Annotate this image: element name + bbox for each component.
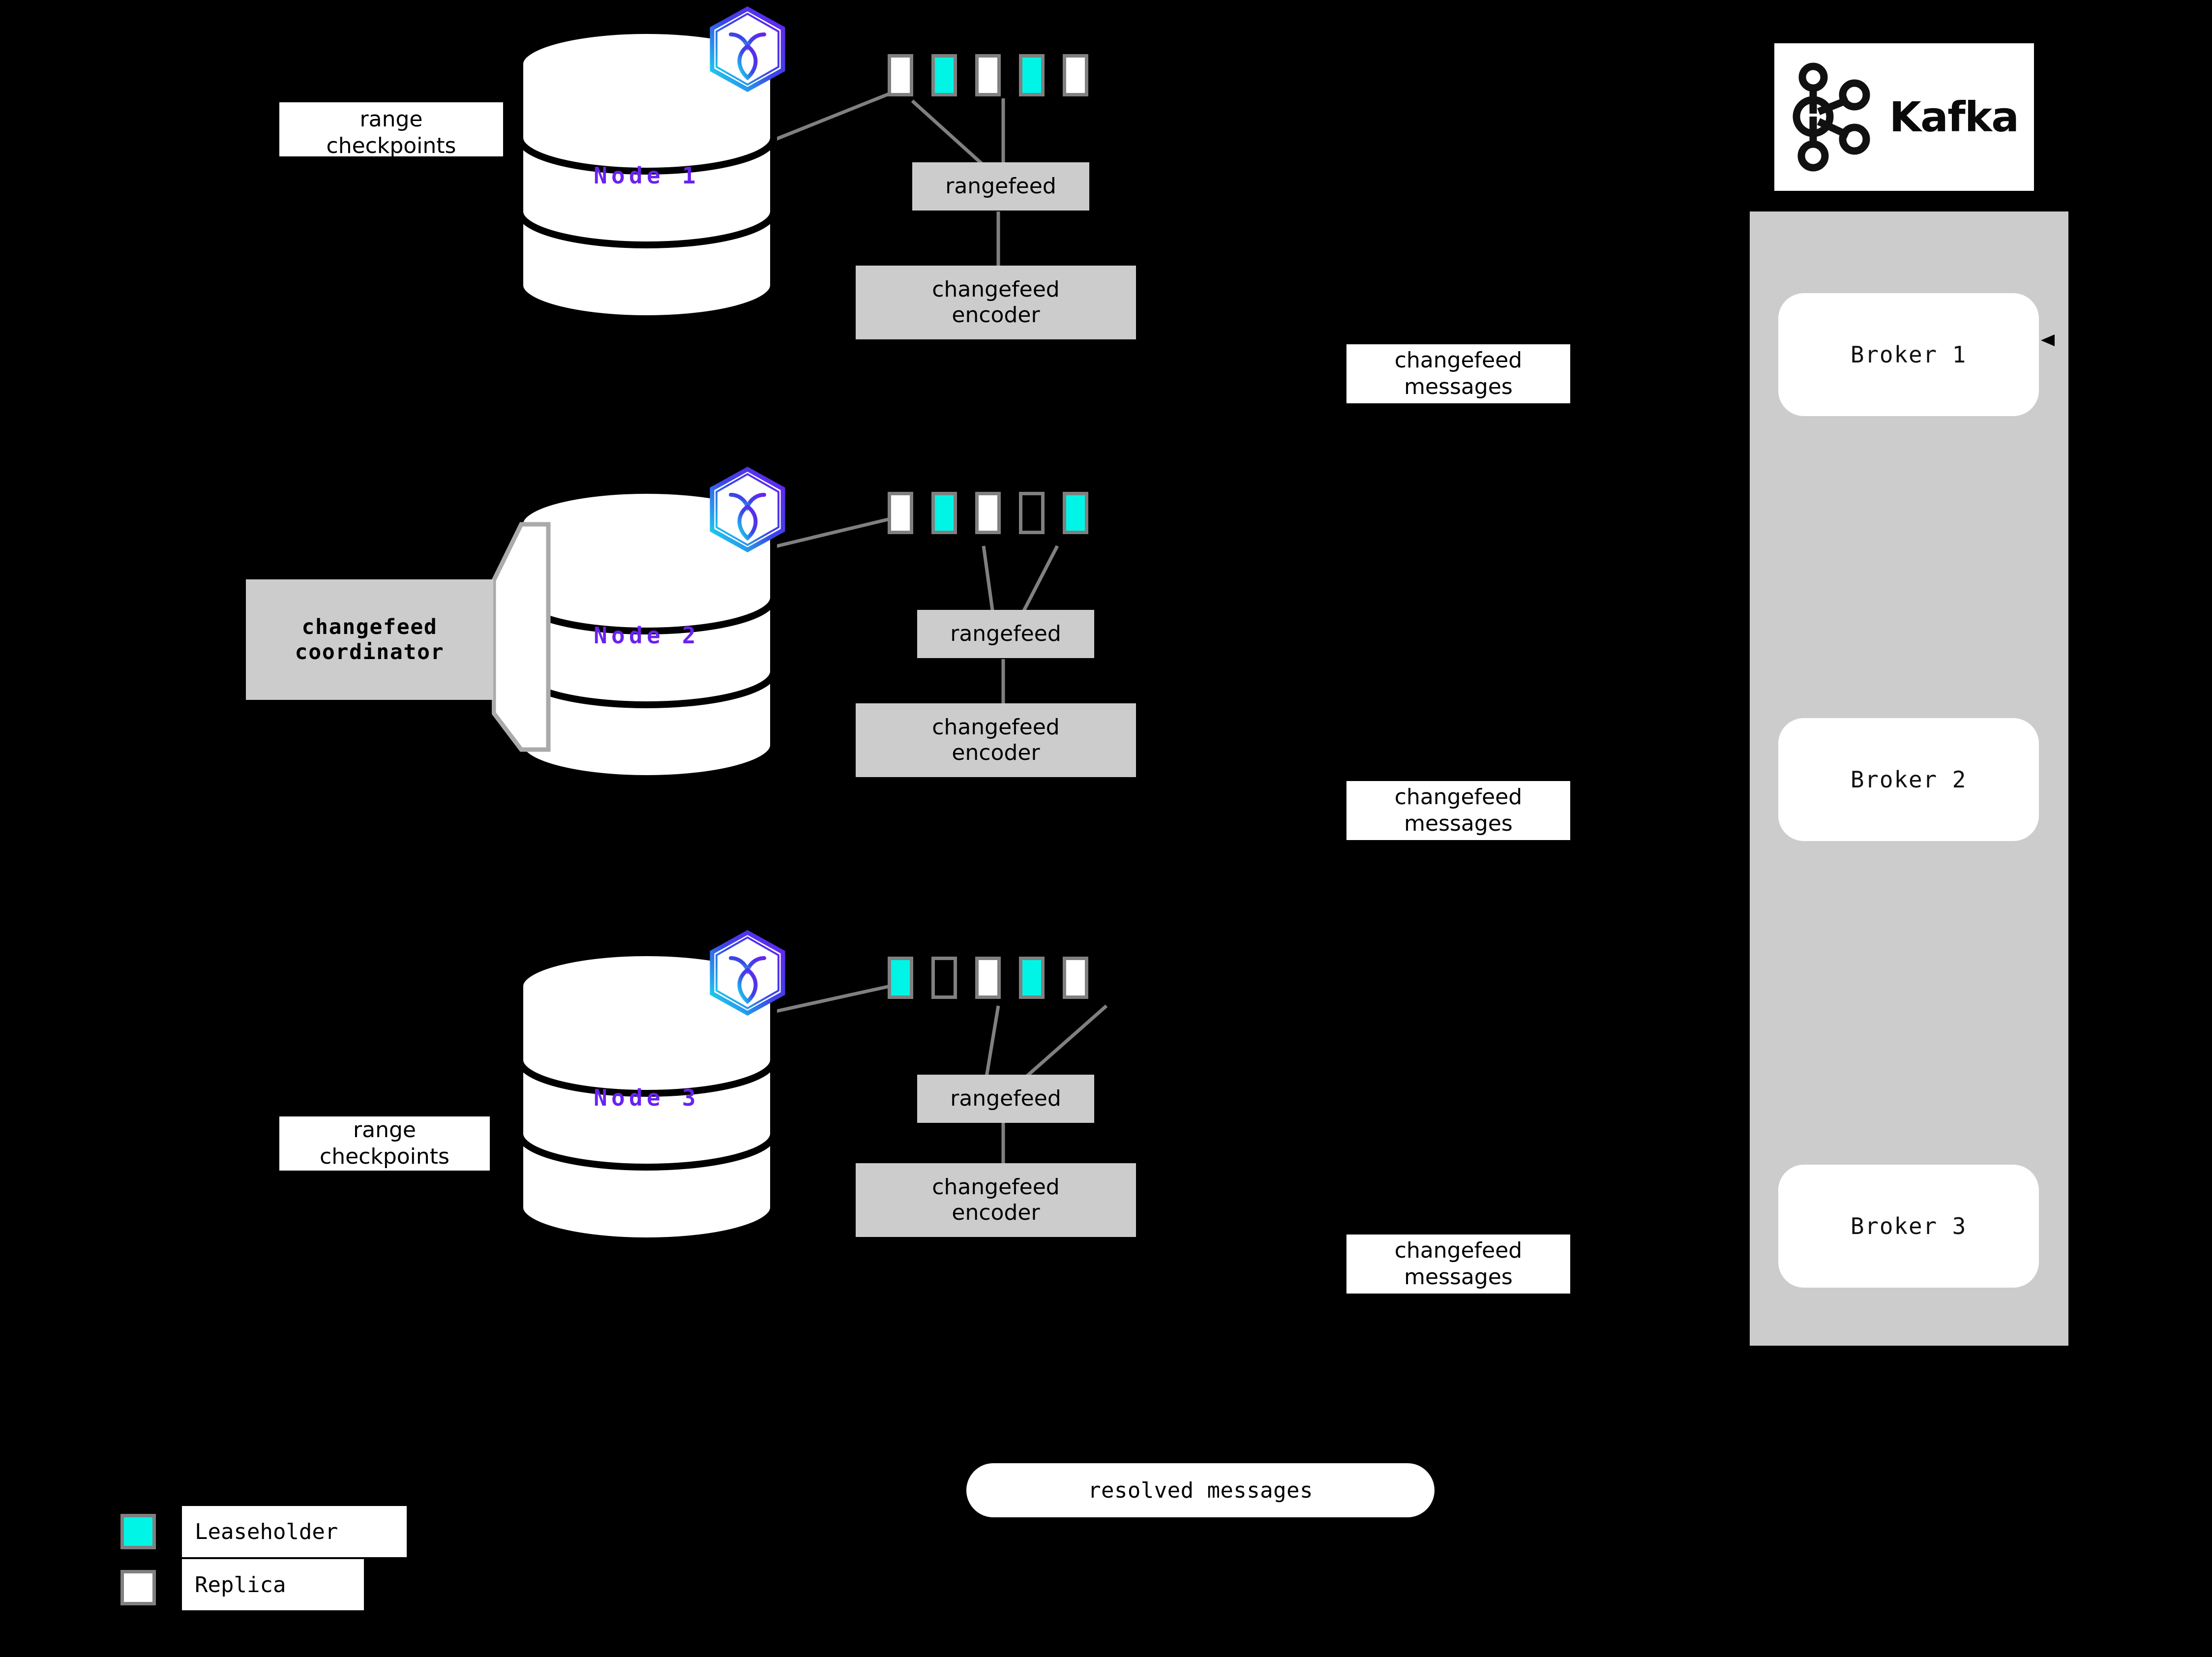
range-cell[interactable] (1019, 957, 1045, 999)
cockroachdb-hexagon-icon (708, 930, 787, 1018)
node-2-label: Node 2 (594, 622, 700, 649)
changefeed-messages-label-1: changefeed messages (1346, 344, 1570, 403)
kafka-wordmark: Kafka (1889, 93, 2019, 141)
message-line-1: changefeed (1394, 348, 1523, 373)
range-cell[interactable] (1019, 492, 1045, 534)
legend-label-leaseholder: Leaseholder (182, 1506, 407, 1557)
changefeed-messages-label-3: changefeed messages (1346, 1235, 1570, 1294)
range-cell[interactable] (975, 492, 1001, 534)
range-cell[interactable] (888, 54, 913, 96)
message-line-1: changefeed (1394, 1238, 1523, 1264)
encoder-line-1: changefeed (932, 277, 1060, 302)
range-cell[interactable] (1063, 492, 1088, 534)
range-cell[interactable] (888, 957, 913, 999)
range-cell[interactable] (888, 492, 913, 534)
changefeed-messages-label-2: changefeed messages (1346, 781, 1570, 840)
coordinator-flag-shape (491, 521, 551, 754)
legend-label-replica: Replica (182, 1559, 364, 1610)
coordinator-line-1: changefeed (301, 614, 438, 639)
range-checkpoints-line-1: range (359, 107, 423, 132)
node-3-label: Node 3 (594, 1085, 700, 1111)
range-checkpoints-line-2: checkpoints (326, 133, 456, 156)
encoder-line-2: encoder (952, 740, 1040, 765)
node-3-range-checkpoints-label: range checkpoints (279, 1116, 490, 1171)
range-cell[interactable] (975, 957, 1001, 999)
encoder-line-1: changefeed (932, 715, 1060, 740)
range-checkpoints-line-2: checkpoints (320, 1144, 449, 1169)
node-1-range-checkpoints-label: range checkpoints (279, 102, 503, 156)
range-cell[interactable] (1063, 54, 1088, 96)
node-1-label: Node 1 (594, 162, 700, 189)
broker-box-1[interactable]: Broker 1 (1778, 293, 2039, 416)
legend-swatch-replica (120, 1570, 156, 1605)
resolved-messages-pill[interactable]: resolved messages (966, 1463, 1435, 1517)
node-1-changefeed-encoder-box[interactable]: changefeed encoder (856, 266, 1136, 339)
range-cell[interactable] (1063, 957, 1088, 999)
node-2-changefeed-encoder-box[interactable]: changefeed encoder (856, 703, 1136, 777)
message-line-1: changefeed (1394, 784, 1523, 810)
encoder-line-1: changefeed (932, 1175, 1060, 1200)
cockroachdb-hexagon-icon (708, 466, 787, 555)
node-3-rangefeed-box[interactable]: rangefeed (917, 1075, 1094, 1123)
incoming-arrowhead-icon (2041, 331, 2212, 352)
node-2-cylinder: Node 2 (516, 487, 777, 782)
message-line-2: messages (1404, 374, 1513, 399)
changefeed-coordinator-box[interactable]: changefeed coordinator (246, 579, 493, 700)
range-checkpoints-line-1: range (353, 1117, 416, 1143)
broker-box-3[interactable]: Broker 3 (1778, 1165, 2039, 1288)
node-2-ranges (888, 492, 1106, 534)
cockroachdb-hexagon-icon (708, 6, 787, 94)
legend-swatch-leaseholder (120, 1514, 156, 1549)
range-cell[interactable] (931, 54, 957, 96)
node-1-ranges (888, 54, 1106, 96)
node-2-rangefeed-box[interactable]: rangefeed (917, 610, 1094, 658)
node-3-changefeed-encoder-box[interactable]: changefeed encoder (856, 1163, 1136, 1237)
message-line-2: messages (1404, 811, 1513, 836)
broker-box-2[interactable]: Broker 2 (1778, 718, 2039, 841)
message-line-2: messages (1404, 1265, 1513, 1290)
node-3-ranges (888, 957, 1106, 999)
coordinator-line-2: coordinator (295, 639, 445, 664)
range-cell[interactable] (931, 957, 957, 999)
kafka-logo: Kafka (1774, 43, 2034, 191)
kafka-node-graph-icon (1793, 62, 1870, 172)
range-cell[interactable] (1019, 54, 1045, 96)
encoder-line-2: encoder (952, 302, 1040, 328)
range-cell[interactable] (931, 492, 957, 534)
encoder-line-2: encoder (952, 1200, 1040, 1225)
node-1-rangefeed-box[interactable]: rangefeed (912, 162, 1089, 211)
range-cell[interactable] (975, 54, 1001, 96)
